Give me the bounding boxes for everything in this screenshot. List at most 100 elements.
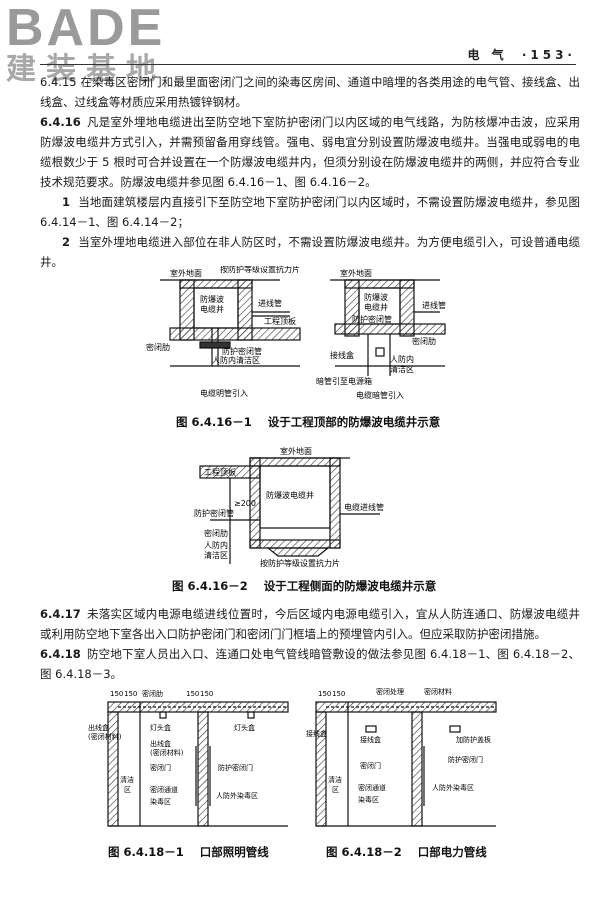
label-passage-1: 密闭通道: [358, 783, 386, 792]
logo-text: BADE: [6, 0, 166, 57]
figure-6-4-18-1: 150 150 150 150 密闭肋 出线盒 (密闭材料) 灯头盒 出线盒 (…: [88, 689, 289, 827]
label-lamp-1: 灯头盒: [150, 723, 171, 732]
label-junction-1: 接线盒: [306, 729, 327, 738]
page-number: ·153·: [521, 48, 576, 62]
label-clean-1: 人防内: [204, 540, 228, 550]
label-outer: 人防外染毒区: [216, 791, 258, 800]
caption-title: 口部电力管线: [417, 845, 487, 859]
figure-caption-6-4-16-1: 图 6.4.16－1 设于工程顶部的防爆波电缆井示意: [176, 414, 440, 430]
label-clean-2: 清洁区: [204, 550, 228, 560]
clause-number: 6.4.17: [40, 607, 81, 621]
paragraph-text: 当地面建筑楼层内直接引下至防空地下室防护密闭门以内区域时，不需设置防爆波电缆井，…: [40, 195, 580, 229]
caption-number: 图 6.4.18－2: [326, 845, 402, 859]
left-drawing: [160, 279, 301, 367]
label-prot-door: 防护密闭门: [218, 763, 253, 772]
label-conduit: 暗管引至电源箱: [316, 376, 372, 386]
paragraph-text: 防空地下室人员出入口、连通口处电气管线暗管敷设的做法参见图 6.4.18－1、图…: [40, 647, 580, 681]
dim-1: 150: [110, 690, 123, 698]
label-seal-treat: 密闭处理: [376, 687, 404, 696]
item-number: 2: [62, 235, 71, 249]
paragraph-6-4-15: 6.4.15 在染毒区密闭门和最里面密闭门之间的染毒区房间、通道中暗埋的各类用途…: [40, 72, 580, 112]
label-inlet-pipe-right: 进线管: [422, 300, 446, 310]
paragraph-text: 当室外埋地电缆进入部位在非人防区时，不需设置防爆波电缆井。为方便电缆引入，可设普…: [40, 235, 580, 269]
right-drawing: [330, 279, 446, 376]
label-clean-right-2: 清洁区: [390, 364, 414, 374]
label-clean-2: 区: [332, 786, 339, 794]
lighting-drawing: [107, 701, 289, 827]
label-seal-pipe: 防护密闭管: [222, 346, 262, 356]
caption-title: 设于工程顶部的防爆波电缆井示意: [267, 415, 441, 429]
label-well-right-2: 电缆井: [364, 302, 388, 312]
label-well-line2: 电缆井: [200, 304, 224, 314]
label-junction-2: 接线盒: [360, 735, 381, 744]
label-passage-2: 染毒区: [150, 797, 171, 806]
page-header: 电 气 ·153·: [467, 46, 576, 63]
label-sub-left: 电缆明管引入: [200, 388, 248, 398]
label-clean-right-1: 人防内: [390, 354, 414, 364]
label-outlet-2: (密闭材料): [88, 732, 122, 741]
label-cover: 加防护盖板: [456, 735, 491, 744]
label-seal-rib: 密闭肋: [146, 342, 170, 352]
label-outdoor-right: 室外地面: [340, 268, 372, 278]
label-anti-plate: 按防护等级设置抗力片: [260, 558, 340, 568]
caption-number: 图 6.4.16－1: [176, 415, 252, 429]
caption-title: 设于工程侧面的防爆波电缆井示意: [263, 579, 437, 593]
power-drawing: [315, 701, 497, 827]
label-prot-door: 防护密闭门: [448, 755, 483, 764]
section-title: 电 气: [467, 48, 508, 62]
figure-6-4-16-1: 室外地面 按防护等级设置抗力片 防爆波 电缆井 进线管 工程顶板 密闭肋 防护密…: [146, 266, 446, 400]
figure-caption-6-4-18-1: 图 6.4.18－1 口部照明管线: [108, 844, 269, 860]
label-lamp-2: 灯头盒: [234, 723, 255, 732]
logo-subtext: 建装基地: [6, 52, 166, 87]
caption-title: 口部照明管线: [199, 845, 269, 859]
label-roof: 工程顶板: [204, 467, 236, 477]
label-seal-pipe-right: 防护密闭管: [352, 314, 392, 324]
paragraph-text: 凡是室外埋地电缆进出至防空地下室防护密闭门以内区域的电气线路，为防核爆冲击波，应…: [40, 115, 580, 189]
label-seal-door: 密闭门: [360, 761, 381, 770]
label-passage-1: 密闭通道: [150, 785, 178, 794]
label-seal-rib-right: 密闭肋: [412, 336, 436, 346]
label-roof: 工程顶板: [264, 316, 296, 326]
label-outdoor-left: 室外地面: [170, 268, 202, 278]
dim-3: 150: [186, 690, 199, 698]
label-well-line1: 防爆波: [200, 294, 224, 304]
label-clean-zone: 人防内清洁区: [212, 355, 260, 365]
dim-2: 150: [124, 690, 137, 698]
label-well: 防爆波电缆井: [266, 490, 314, 500]
side-well-drawing: [199, 457, 380, 564]
label-outlet-1: 出线盒: [88, 723, 109, 732]
label-outdoor: 室外地面: [280, 446, 312, 456]
dim-1: 150: [318, 690, 331, 698]
label-passage-2: 染毒区: [358, 795, 379, 804]
label-inlet-pipe: 电缆进线管: [344, 502, 384, 512]
label-clean-1: 清洁: [328, 775, 342, 784]
clause-number: 6.4.16: [40, 115, 81, 129]
caption-number: 图 6.4.18－1: [108, 845, 184, 859]
label-clean-1: 清洁: [120, 775, 134, 784]
label-inlet-pipe: 进线管: [258, 298, 282, 308]
label-dim: ≥200: [234, 499, 256, 508]
label-outer: 人防外染毒区: [432, 783, 474, 792]
clause-number: 6.4.18: [40, 647, 81, 661]
bade-logo: BADE 建装基地: [6, 0, 186, 87]
label-clean-2: 区: [124, 786, 131, 794]
figure-caption-6-4-16-2: 图 6.4.16－2 设于工程侧面的防爆波电缆井示意: [172, 578, 436, 594]
label-seal-door: 密闭门: [150, 763, 171, 772]
figure-6-4-16-2: 室外地面 工程顶板 防爆波电缆井 ≥200 防护密闭管 电缆进线管 密闭肋 人防…: [194, 446, 384, 568]
label-outlet2-2: (密闭材料): [150, 748, 184, 757]
label-junction: 接线盒: [330, 350, 354, 360]
item-number: 1: [62, 195, 71, 209]
paragraph-text: 6.4.15 在染毒区密闭门和最里面密闭门之间的染毒区房间、通道中暗埋的各类用途…: [40, 75, 580, 109]
label-seal-mat: 密闭材料: [424, 687, 452, 696]
caption-number: 图 6.4.16－2: [172, 579, 248, 593]
label-outlet2-1: 出线盒: [150, 739, 171, 748]
label-anti-plate: 按防护等级设置抗力片: [220, 266, 300, 274]
figure-caption-6-4-18-2: 图 6.4.18－2 口部电力管线: [326, 844, 487, 860]
label-seal-rib: 密闭肋: [142, 689, 163, 698]
label-seal-pipe: 防护密闭管: [194, 508, 234, 518]
